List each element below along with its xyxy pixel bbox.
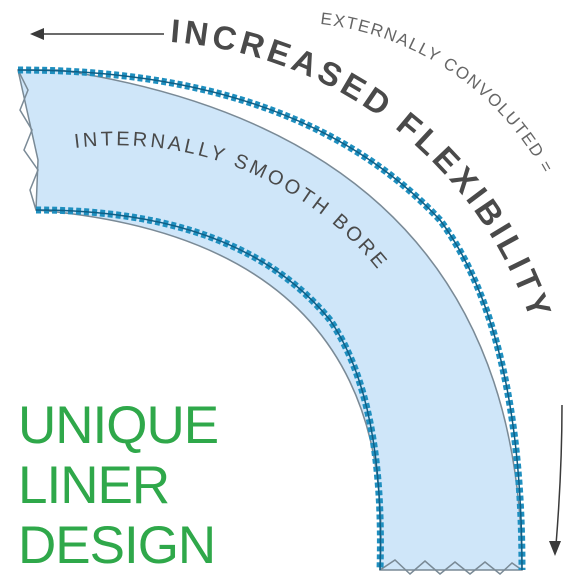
inner-convolution-line xyxy=(35,209,382,571)
callout-line-3: DESIGN xyxy=(18,516,216,575)
unique-liner-design-callout: UNIQUE LINER DESIGN xyxy=(18,396,219,576)
callout-line-1: UNIQUE xyxy=(18,396,219,455)
callout-line-2: LINER xyxy=(18,456,170,515)
flex-arrow-head-left xyxy=(30,28,44,40)
outer-convolution-line xyxy=(17,69,523,571)
hose-torn-edge-bottom xyxy=(379,559,523,576)
flex-arrow-line-right xyxy=(555,404,563,546)
flex-arrow-head-right xyxy=(549,541,561,556)
hose-torn-edge-left xyxy=(17,69,39,211)
